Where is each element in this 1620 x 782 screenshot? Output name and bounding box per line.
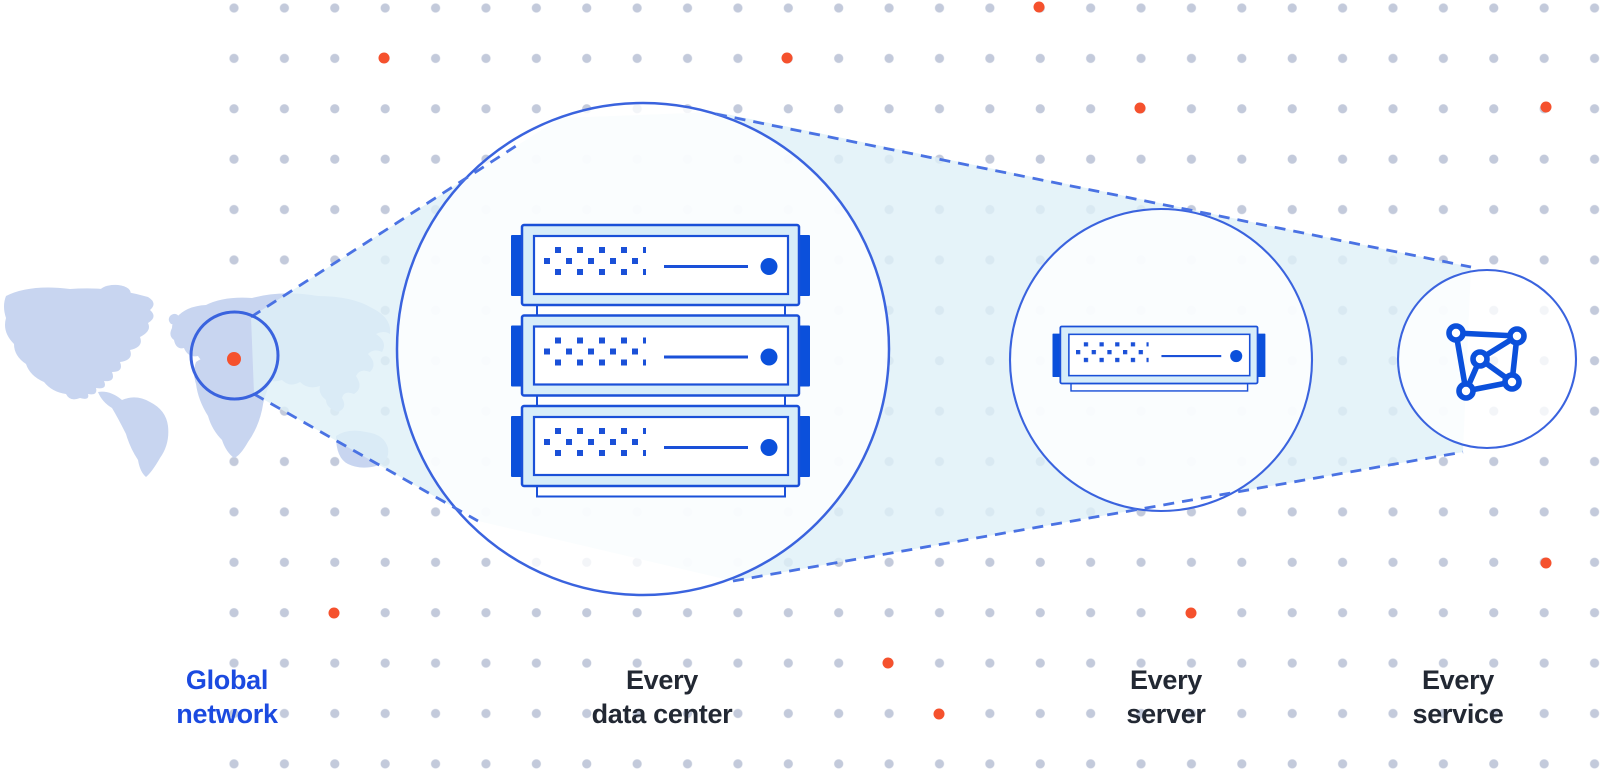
server-stack-icon — [509, 223, 812, 498]
map-location-dot — [227, 352, 241, 366]
label-line: server — [1126, 699, 1206, 729]
label-line: data center — [591, 699, 733, 729]
mesh-node — [1456, 381, 1476, 401]
mesh-node — [1446, 323, 1466, 343]
mesh-node — [1507, 326, 1527, 346]
server-unit — [509, 223, 812, 317]
map-south-america — [98, 391, 169, 477]
orange-dot — [781, 52, 793, 64]
orange-dot — [1540, 557, 1552, 569]
label-line: service — [1412, 699, 1504, 729]
network-mesh-icon — [1446, 323, 1527, 401]
map-highlight-ring — [189, 310, 280, 401]
server-unit — [509, 404, 812, 498]
orange-dot — [378, 52, 390, 64]
label-line: Every — [1421, 665, 1495, 695]
orange-dot — [1134, 102, 1146, 114]
orange-dot — [882, 657, 894, 669]
beam-dash-bottom-left — [253, 392, 479, 523]
beam-dash-bottom-right — [732, 450, 1464, 583]
beam-dash-top-right — [715, 112, 1472, 269]
label-line: network — [176, 699, 278, 729]
label-every-service: Every service — [1413, 663, 1504, 731]
mesh-node — [1502, 372, 1522, 392]
orange-dot — [1033, 1, 1045, 13]
label-every-data-center: Every data center — [592, 663, 733, 731]
label-line: Every — [1129, 665, 1203, 695]
orange-dot — [933, 708, 945, 720]
server-unit — [509, 314, 812, 408]
map-north-america — [4, 287, 154, 400]
label-every-server: Every server — [1126, 663, 1206, 731]
mesh-edges — [1453, 330, 1520, 394]
server-icon — [1051, 325, 1267, 393]
label-line: Global — [185, 665, 269, 695]
label-line: Every — [625, 665, 699, 695]
map-africa — [194, 354, 273, 458]
orange-dot — [328, 607, 340, 619]
beam-dash-top-left — [250, 144, 517, 319]
orange-dot — [1540, 101, 1552, 113]
server-unit — [1051, 325, 1267, 393]
orange-dot — [1185, 607, 1197, 619]
mesh-node — [1470, 349, 1490, 369]
label-global-network: Global network — [176, 663, 278, 731]
